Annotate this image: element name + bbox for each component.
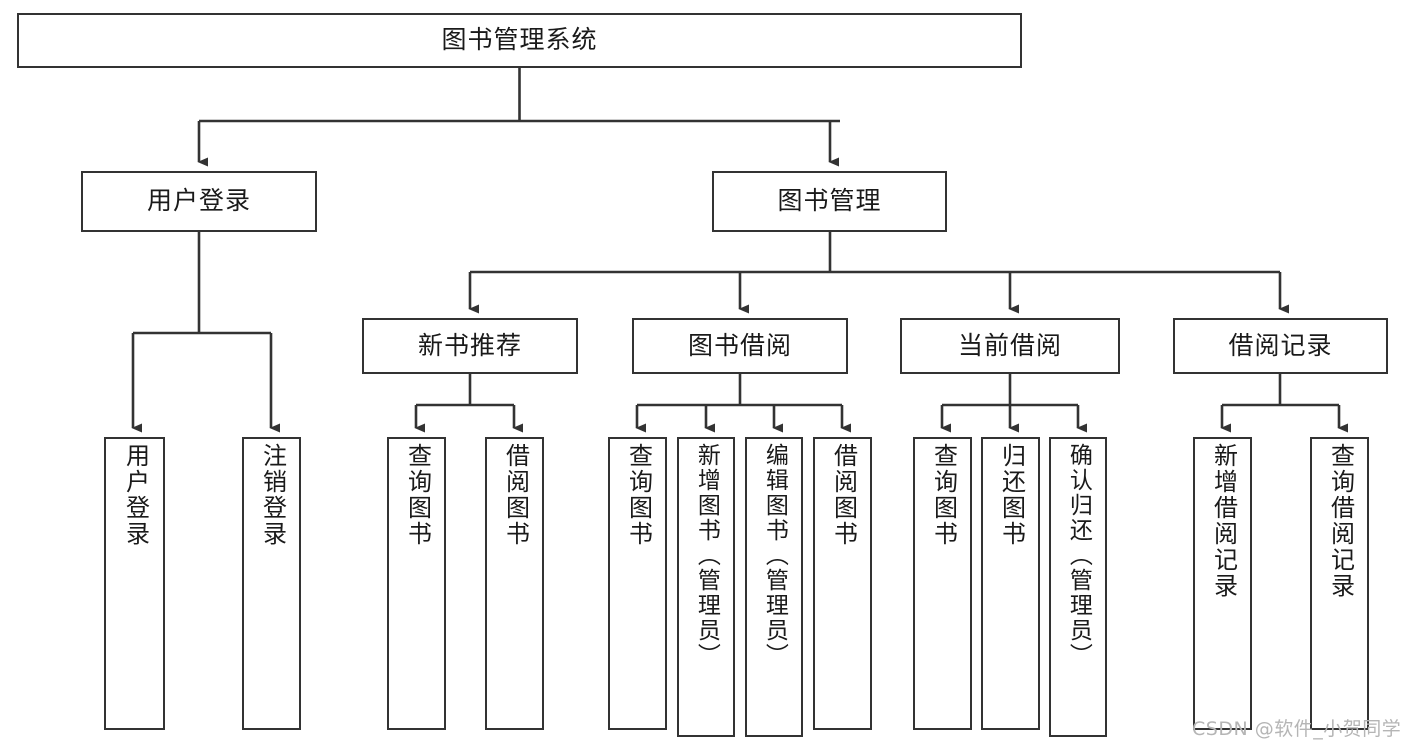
node-label: 归还图书: [997, 443, 1026, 547]
leaf-query-book-recommend[interactable]: 查询图书: [387, 437, 446, 730]
node-label: 图书管理系统: [441, 25, 598, 55]
node-label: 新增图书（管理员）: [693, 443, 720, 668]
node-label: 查询图书: [624, 443, 653, 547]
leaf-borrow-book-recommend[interactable]: 借阅图书: [485, 437, 544, 730]
node-user-login[interactable]: 用户登录: [81, 171, 317, 232]
csdn-watermark: CSDN @软件_小贺同学: [1192, 718, 1402, 740]
leaf-add-book-admin[interactable]: 新增图书（管理员）: [677, 437, 735, 737]
leaf-borrow-book[interactable]: 借阅图书: [813, 437, 872, 730]
leaf-logout[interactable]: 注销登录: [242, 437, 301, 730]
node-label: 图书借阅: [687, 330, 792, 360]
node-label: 查询借阅记录: [1326, 443, 1355, 599]
node-current-borrow[interactable]: 当前借阅: [900, 318, 1120, 374]
node-label: 查询图书: [403, 443, 432, 547]
node-label: 注销登录: [258, 443, 287, 547]
node-label: 编辑图书（管理员）: [761, 443, 788, 668]
leaf-query-book-current[interactable]: 查询图书: [913, 437, 972, 730]
leaf-confirm-return-admin[interactable]: 确认归还（管理员）: [1049, 437, 1107, 737]
node-label: 用户登录: [146, 186, 251, 216]
leaf-return-book[interactable]: 归还图书: [981, 437, 1040, 730]
node-label: 借阅图书: [501, 443, 530, 547]
node-book-management[interactable]: 图书管理: [712, 171, 947, 232]
node-label: 用户登录: [121, 443, 150, 547]
node-label: 确认归还（管理员）: [1065, 443, 1092, 668]
leaf-query-book-borrow[interactable]: 查询图书: [608, 437, 667, 730]
node-label: 当前借阅: [957, 330, 1062, 360]
node-root-system[interactable]: 图书管理系统: [17, 13, 1022, 68]
node-label: 新书推荐: [417, 330, 522, 360]
leaf-user-login[interactable]: 用户登录: [104, 437, 165, 730]
node-new-book-recommend[interactable]: 新书推荐: [362, 318, 578, 374]
node-label: 图书管理: [777, 186, 882, 216]
node-label: 新增借阅记录: [1209, 443, 1238, 599]
node-label: 查询图书: [929, 443, 958, 547]
leaf-query-borrow-record[interactable]: 查询借阅记录: [1310, 437, 1369, 730]
node-label: 借阅图书: [829, 443, 858, 547]
node-book-borrow[interactable]: 图书借阅: [632, 318, 848, 374]
node-label: 借阅记录: [1228, 330, 1333, 360]
leaf-add-borrow-record[interactable]: 新增借阅记录: [1193, 437, 1252, 730]
node-borrow-records[interactable]: 借阅记录: [1173, 318, 1388, 374]
leaf-edit-book-admin[interactable]: 编辑图书（管理员）: [745, 437, 803, 737]
